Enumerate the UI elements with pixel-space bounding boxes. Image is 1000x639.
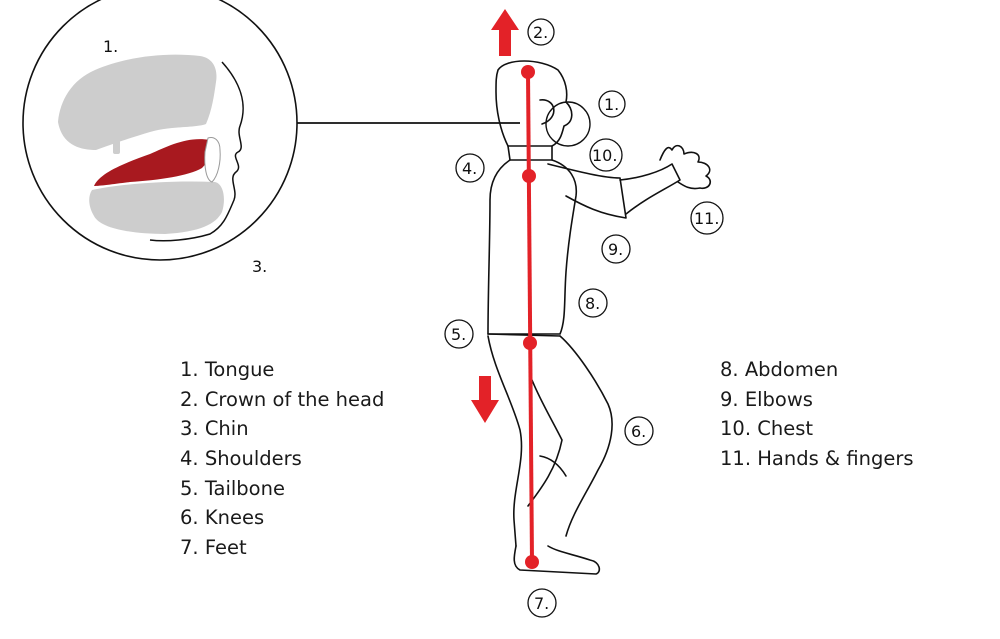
- legend-number: 6.: [180, 506, 199, 530]
- marker-tailbone-text: 5.: [451, 325, 466, 344]
- legend-item: 2. Crown of the head: [180, 385, 384, 415]
- legend-label: Chest: [757, 417, 813, 441]
- upper-arm: [547, 163, 627, 219]
- legs-outline: [487, 335, 613, 547]
- head-tongue-circle: [545, 101, 591, 147]
- legend-label: Chin: [204, 417, 249, 441]
- legend-number: 11.: [720, 447, 752, 471]
- marker-elbows-text: 9.: [608, 240, 623, 259]
- forearm: [619, 163, 681, 215]
- legend-item: 3. Chin: [180, 414, 384, 444]
- legend-item: 7. Feet: [180, 533, 384, 563]
- legend-item: 4. Shoulders: [180, 444, 384, 474]
- knee-fold: [539, 455, 567, 477]
- head-outline: [495, 60, 573, 147]
- legend-item: 9. Elbows: [720, 385, 914, 415]
- hip-dot: [523, 336, 537, 350]
- legend-number: 4.: [180, 447, 199, 471]
- upper-tooth: [113, 140, 120, 154]
- marker-abdomen: 8.: [578, 288, 608, 318]
- legend-item: 1. Tongue: [180, 355, 384, 385]
- legend-label: Knees: [204, 506, 265, 530]
- legend-label: Tailbone: [204, 476, 285, 500]
- marker-head-tongue-text: 1.: [604, 95, 619, 114]
- marker-crown: 2.: [527, 18, 555, 46]
- legend-label: Feet: [204, 536, 247, 560]
- legend-label: Tongue: [204, 358, 275, 381]
- tongue-shape: [94, 139, 212, 186]
- legend-number: 7.: [180, 536, 199, 560]
- legend-label: Elbows: [744, 387, 813, 411]
- legend-item: 8. Abdomen: [720, 355, 914, 385]
- marker-hands: 11.: [690, 201, 724, 235]
- arrow-down-icon: [471, 376, 499, 423]
- marker-feet: 7.: [527, 588, 557, 618]
- alignment-axis: [521, 65, 539, 569]
- face-profile: [149, 61, 244, 242]
- legend-right: 8. Abdomen 9. Elbows 10. Chest 11. Hands…: [720, 355, 914, 474]
- legend-label: Crown of the head: [204, 387, 385, 411]
- legend-number: 5.: [180, 476, 199, 500]
- marker-head-tongue: 1.: [598, 90, 626, 118]
- inner-leg: [527, 379, 563, 507]
- legend-item: 11. Hands & fingers: [720, 444, 914, 474]
- legend-item: 5. Tailbone: [180, 474, 384, 504]
- feet-outline: [513, 545, 601, 575]
- legend-label: Abdomen: [744, 358, 839, 381]
- feet-dot: [525, 555, 539, 569]
- marker-knees-text: 6.: [631, 422, 646, 441]
- legend-number: 9.: [720, 387, 739, 411]
- legend-item: 10. Chest: [720, 414, 914, 444]
- legend-number: 8.: [720, 358, 739, 381]
- marker-elbows: 9.: [601, 234, 631, 264]
- arrow-up-icon: [491, 9, 519, 56]
- marker-chest-text: 10.: [592, 146, 617, 165]
- upper-palate: [58, 54, 217, 150]
- hands-outline: [659, 144, 712, 190]
- front-teeth: [204, 137, 221, 183]
- crown-dot: [521, 65, 535, 79]
- marker-crown-text: 2.: [533, 23, 548, 42]
- marker-shoulders: 4.: [455, 153, 485, 183]
- marker-hands-text: 11.: [694, 209, 719, 228]
- legend-number: 1.: [180, 358, 199, 381]
- legend-label: Shoulders: [204, 447, 302, 471]
- marker-feet-text: 7.: [534, 594, 549, 613]
- marker-tailbone: 5.: [444, 319, 474, 349]
- torso-outline: [487, 159, 578, 335]
- legend-number: 10.: [720, 417, 752, 441]
- legend-left: 1. Tongue 2. Crown of the head 3. Chin 4…: [180, 355, 384, 563]
- marker-chest: 10.: [589, 138, 623, 172]
- alignment-line: [526, 71, 534, 563]
- waist-band: [487, 333, 561, 337]
- marker-shoulders-text: 4.: [462, 159, 477, 178]
- legend-number: 3.: [180, 417, 199, 441]
- lower-jaw: [89, 181, 224, 234]
- collar: [507, 145, 553, 161]
- marker-knees: 6.: [624, 416, 654, 446]
- legend-item: 6. Knees: [180, 503, 384, 533]
- inset-marker-chin: 3.: [252, 257, 267, 276]
- shoulder-dot: [522, 169, 536, 183]
- legend-number: 2.: [180, 387, 199, 411]
- legend-label: Hands & fingers: [757, 447, 914, 471]
- standing-figure: [487, 60, 712, 575]
- marker-abdomen-text: 8.: [585, 294, 600, 313]
- mouth-inset: 1. 3.: [22, 0, 298, 276]
- inset-marker-tongue: 1.: [103, 37, 118, 56]
